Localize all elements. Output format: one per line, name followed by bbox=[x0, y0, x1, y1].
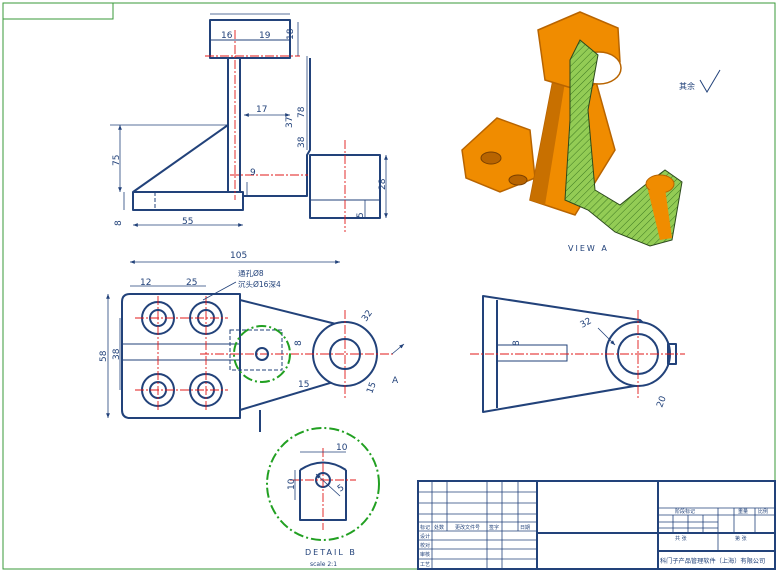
detail-scale: scale 2:1 bbox=[310, 561, 337, 568]
hole-note-1: 通孔Ø8 bbox=[238, 268, 264, 278]
tb-weight: 重量 bbox=[738, 508, 748, 515]
dim-8b: 8 bbox=[294, 340, 304, 346]
dim-38: 38 bbox=[297, 136, 307, 148]
dim-8: 8 bbox=[114, 220, 124, 226]
top-outline bbox=[121, 293, 341, 419]
dim-d5: 5 bbox=[336, 483, 346, 494]
roughness-symbol bbox=[699, 69, 721, 93]
detail-view: 10 10 5 DETAIL B scale 2:1 bbox=[266, 427, 380, 568]
dim-105: 105 bbox=[230, 251, 247, 261]
side-view: 8 32 20 bbox=[470, 295, 685, 413]
detail-b-marker bbox=[233, 325, 291, 383]
tb-date: 日期 bbox=[520, 525, 530, 531]
dim-dia32: 32 bbox=[360, 309, 375, 324]
dim-55: 55 bbox=[182, 217, 193, 227]
tb-craft: 工艺 bbox=[420, 562, 430, 568]
dim-dia32b: 32 bbox=[579, 316, 594, 330]
detail-title: DETAIL B bbox=[305, 548, 357, 557]
hole-note-2: 沉头Ø16深4 bbox=[238, 279, 281, 289]
dim-38b: 38 bbox=[112, 348, 122, 360]
top-view: 105 12 25 58 38 8 15 32 15 通孔Ø8 沉头Ø16深4 … bbox=[99, 251, 405, 432]
dim-5: 5 bbox=[356, 212, 366, 218]
tb-design: 设计 bbox=[420, 533, 430, 540]
dim-78: 78 bbox=[297, 106, 307, 118]
dim-37: 37 bbox=[285, 117, 295, 128]
front-web bbox=[227, 58, 311, 197]
dim-15: 15 bbox=[298, 380, 309, 390]
tb-count: 处数 bbox=[434, 524, 444, 531]
tb-stage: 阶段标记 bbox=[675, 508, 695, 515]
tb-total: 共 张 bbox=[675, 535, 687, 542]
front-top-boss bbox=[209, 19, 291, 59]
roughness-note: 其余 bbox=[679, 81, 695, 91]
detail-b-circle bbox=[266, 427, 380, 541]
dim-9: 9 bbox=[250, 168, 256, 178]
dim-16: 16 bbox=[221, 31, 233, 41]
dim-28: 28 bbox=[378, 178, 388, 190]
isometric-view: VIEW A 其余 bbox=[461, 11, 721, 253]
iso-caption: VIEW A bbox=[568, 244, 609, 253]
front-base bbox=[132, 191, 244, 211]
tb-doc: 更改文件号 bbox=[455, 524, 480, 531]
dim-12: 12 bbox=[140, 278, 151, 288]
tb-company: 科门子产品管理软件（上海）有限公司 bbox=[660, 557, 765, 565]
tb-sign: 签字 bbox=[489, 524, 499, 531]
dim-17: 17 bbox=[256, 105, 267, 115]
title-block: 标记 处数 更改文件号 签字 日期 设计 校对 审核 工艺 阶段标记 重量 比例… bbox=[417, 480, 776, 570]
dim-dia20: 20 bbox=[655, 395, 668, 409]
frame-corner-box bbox=[2, 2, 114, 20]
front-view: 16 19 18 17 78 37 38 75 9 28 5 8 55 bbox=[110, 13, 388, 232]
dim-d10b: 10 bbox=[287, 478, 297, 490]
dim-dia15: 15 bbox=[365, 381, 378, 395]
tb-ratio: 比例 bbox=[758, 508, 768, 515]
dim-d10a: 10 bbox=[336, 443, 348, 453]
dim-25: 25 bbox=[186, 278, 197, 288]
dim-18: 18 bbox=[286, 28, 296, 40]
drawing-frame bbox=[2, 2, 776, 570]
dim-58: 58 bbox=[99, 350, 109, 362]
tb-sheet: 第 张 bbox=[735, 535, 747, 542]
dim-19: 19 bbox=[259, 31, 271, 41]
section-label-a: A bbox=[392, 376, 399, 386]
dim-75: 75 bbox=[112, 155, 122, 166]
tb-check: 校对 bbox=[420, 542, 430, 549]
front-rib bbox=[132, 124, 229, 193]
tb-mark: 标记 bbox=[420, 524, 430, 531]
tb-review: 审核 bbox=[420, 551, 430, 558]
dim-8c: 8 bbox=[512, 340, 522, 346]
